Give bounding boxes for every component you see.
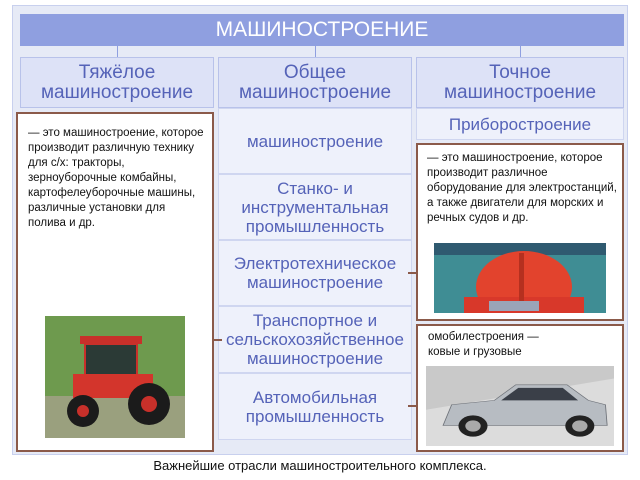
row-instrument: Приборостроение (416, 108, 624, 140)
row-electrotech: Электротехническое машиностроение (218, 240, 412, 306)
caption: Важнейшие отрасли машиностроительного ко… (153, 458, 487, 473)
row-automotive: Автомобильная промышленность (218, 373, 412, 440)
row-energy: машиностроение (218, 108, 412, 174)
connector (520, 46, 521, 57)
header-precision: Точное машиностроение (416, 57, 624, 108)
callout-energy-text: — это машиностроение, которое производит… (427, 152, 617, 224)
diagram-title: МАШИНОСТРОЕНИЕ (20, 14, 624, 46)
connector (117, 46, 118, 57)
car-photo (426, 366, 614, 446)
connector (315, 46, 316, 57)
callout-auto: омобилестроения — ковые и грузовые (416, 324, 624, 452)
row-machine-tool: Станко- и инструментальная промышленност… (218, 174, 412, 240)
callout-auto-line1: омобилестроения — (428, 331, 539, 343)
header-heavy: Тяжёлое машиностроение (20, 57, 214, 108)
tractor-photo (45, 316, 185, 438)
callout-energy: — это машиностроение, которое производит… (416, 143, 624, 321)
callout-agri: — это машиностроение, которое производит… (16, 112, 214, 452)
header-general: Общее машиностроение (218, 57, 412, 108)
callout-agri-text: — это машиностроение, которое производит… (28, 127, 204, 229)
reactor-photo (434, 243, 606, 313)
callout-auto-line2: ковые и грузовые (428, 346, 522, 358)
